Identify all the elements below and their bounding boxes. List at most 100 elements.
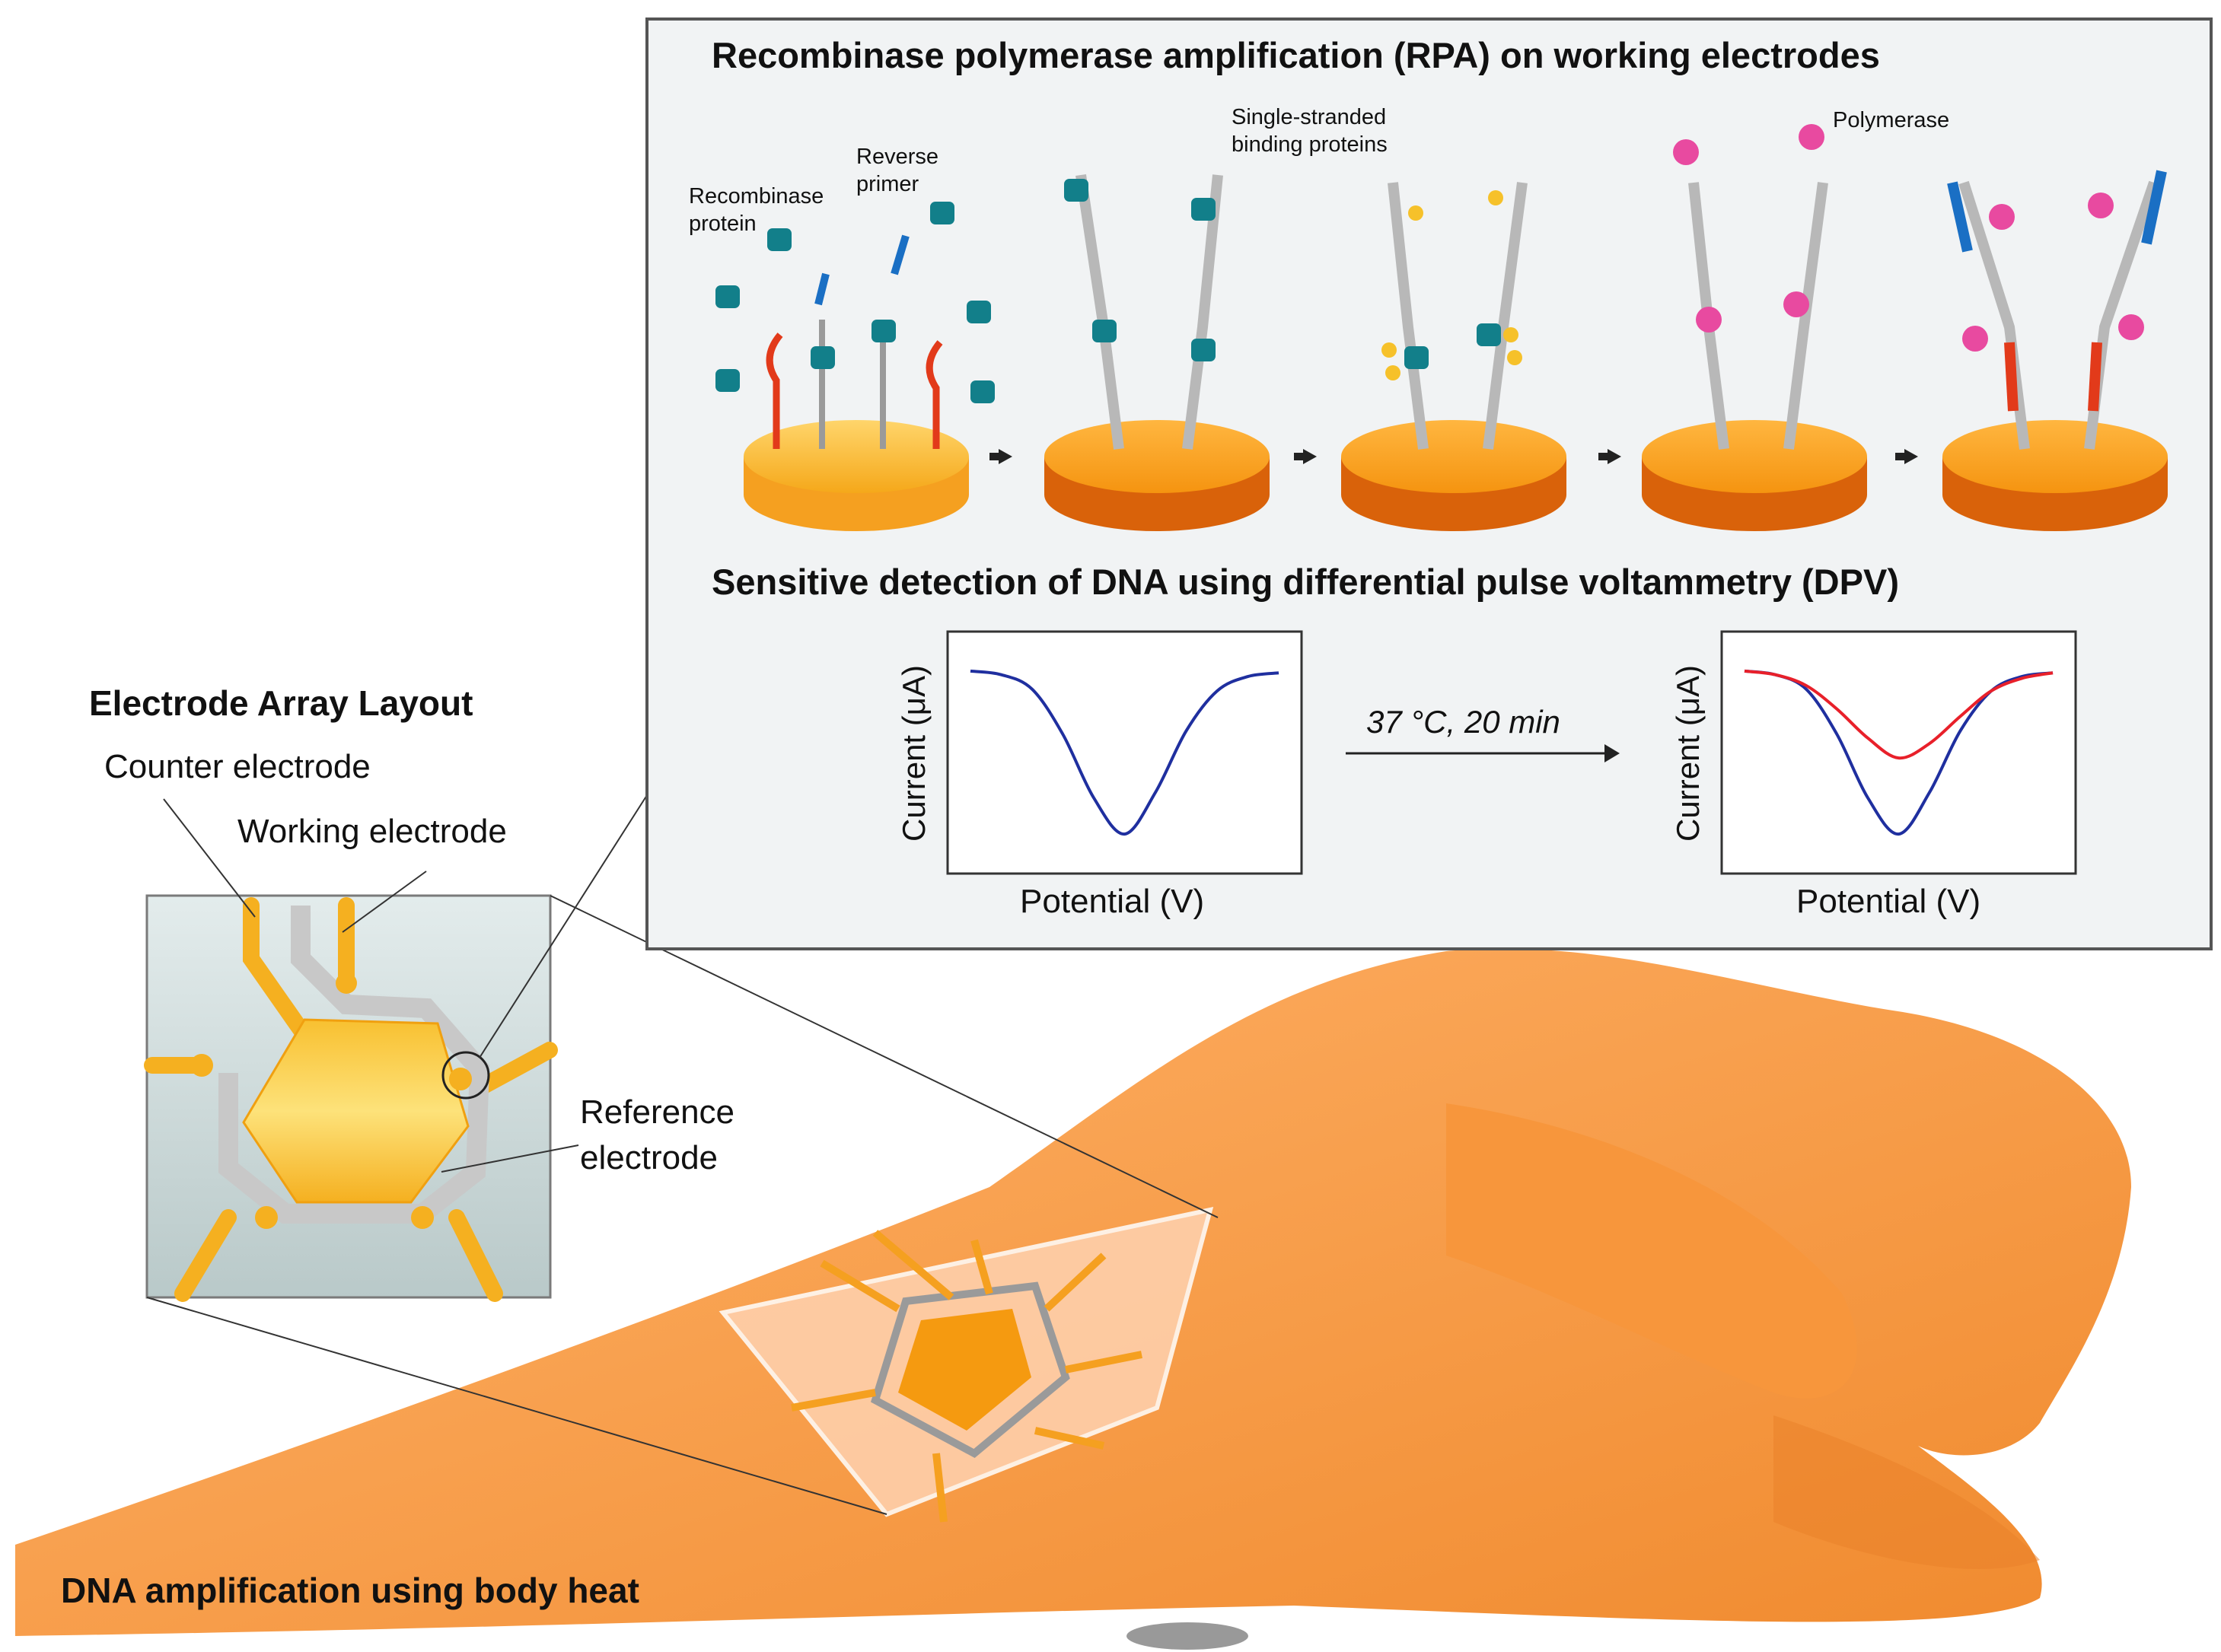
polymerase [1673,139,1699,165]
polymerase [2118,314,2144,340]
dpv-title: Sensitive detection of DNA using differe… [712,562,1899,602]
chart-ylabel: Current (μA) [896,665,932,842]
polymerase [1989,204,2015,230]
polymerase [2088,193,2114,218]
leader-line [441,1144,579,1173]
electrode-array-inset [144,794,1219,1515]
reverse-primer-strand [891,234,910,275]
ssb-protein [1381,342,1397,358]
label-recombinase-protein: Recombinase protein [689,184,824,236]
recombinase-protein [715,369,740,392]
template-strand [1388,182,1429,450]
polymerase [1696,307,1722,333]
working-electrode-pentagon [242,1018,470,1204]
recombinase-protein [811,346,835,369]
amplicon-red-segment [2004,342,2019,412]
finger-shadow [1773,1415,2040,1569]
label-ssb-proteins: Single-stranded binding proteins [1232,105,1388,157]
chart-xlabel: Potential (V) [1796,883,1981,920]
hand-shadow [1126,1622,1248,1650]
ssb-protein [1385,365,1400,380]
reference-electrode-trace [218,906,490,1224]
zoom-line [479,794,648,1058]
rpa-dpv-panel: Current (μA) Current (μA) [645,18,2213,950]
step-arrow [1598,453,1609,460]
template-strand [1483,182,1528,450]
label-reference-electrode: Reference electrode [580,1093,735,1176]
rpa-step-1 [744,420,969,531]
ssb-protein [1408,205,1423,221]
dpv-chart-before [946,630,1303,875]
recombinase-protein [1092,320,1117,342]
label-counter-electrode: Counter electrode [104,748,371,785]
chart-series-group [1744,669,2054,836]
step-arrow [999,449,1012,464]
rpa-step-2 [1044,420,1270,531]
step-arrow [1608,449,1621,464]
step-arrow [989,453,1000,460]
recombinase-protein [930,202,954,224]
polymerase [1962,326,1988,352]
step-arrow [1895,453,1906,460]
polymerase [1799,124,1824,150]
rpa-step-4 [1642,420,1867,531]
recombinase-protein [767,228,792,251]
zoom-line [146,1297,887,1515]
dpv-series-line-0 [970,669,1279,836]
chart-ylabel: Current (μA) [1670,665,1706,842]
label-reverse-primer: Reverse primer [856,145,938,196]
chart-frame [946,630,1303,875]
recombinase-protein [715,285,740,308]
leader-line [342,871,427,933]
label-working-electrode: Working electrode [237,813,507,850]
chart-xlabel: Potential (V) [1020,883,1205,920]
ssb-protein [1503,327,1518,342]
ssb-protein [1488,190,1503,205]
recombinase-protein [1404,346,1429,369]
array-layout-title: Electrode Array Layout [89,683,473,723]
recombinase-protein [1191,198,1216,221]
zoom-circle [441,1051,490,1100]
recombinase-protein [1191,339,1216,361]
amplicon-strand [1958,180,2030,450]
template-strand [1783,182,1828,450]
chart-series-group [970,669,1279,836]
recombinase-protein [872,320,896,342]
recombinase-protein [967,301,991,323]
condition-arrow-head [1604,744,1620,762]
electrode-pad [449,1068,472,1090]
chart-frame [1720,630,2077,875]
counter-electrode-leads [144,897,558,1302]
label-polymerase: Polymerase [1833,108,1950,132]
rpa-title: Recombinase polymerase amplification (RP… [712,35,1880,75]
thumb [1446,1103,1857,1399]
electrode-pad [255,1206,278,1229]
electrode-pad [336,972,357,994]
step-arrow [1904,449,1918,464]
electrode-pad [411,1206,434,1229]
patch-reference-ring [871,1281,1070,1459]
amplicon-blue-segment [1947,181,1973,253]
recombinase-protein [970,380,995,403]
rpa-step-3 [1341,420,1566,531]
ssb-protein [1507,350,1522,365]
electrode-pad [190,1054,213,1077]
step-arrow [1294,453,1305,460]
footer-caption: DNA amplification using body heat [61,1571,639,1610]
skin-patch [719,1207,1214,1523]
leader-line [163,798,256,918]
recombinase-protein [1477,323,1501,346]
patch-leads [791,1230,1142,1523]
dpv-condition: 37 °C, 20 min [1366,704,1560,740]
rpa-step-5 [1942,420,2168,531]
amplicon-blue-segment [2141,170,2167,245]
reverse-primer-strand [814,272,830,306]
amplicon-red-segment [2088,342,2102,412]
dpv-chart-after [1720,630,2077,875]
recombinase-protein [1064,179,1088,202]
step-arrow [1303,449,1317,464]
patch-working-electrode [898,1309,1031,1431]
polymerase [1783,291,1809,317]
template-strand [1182,174,1223,450]
